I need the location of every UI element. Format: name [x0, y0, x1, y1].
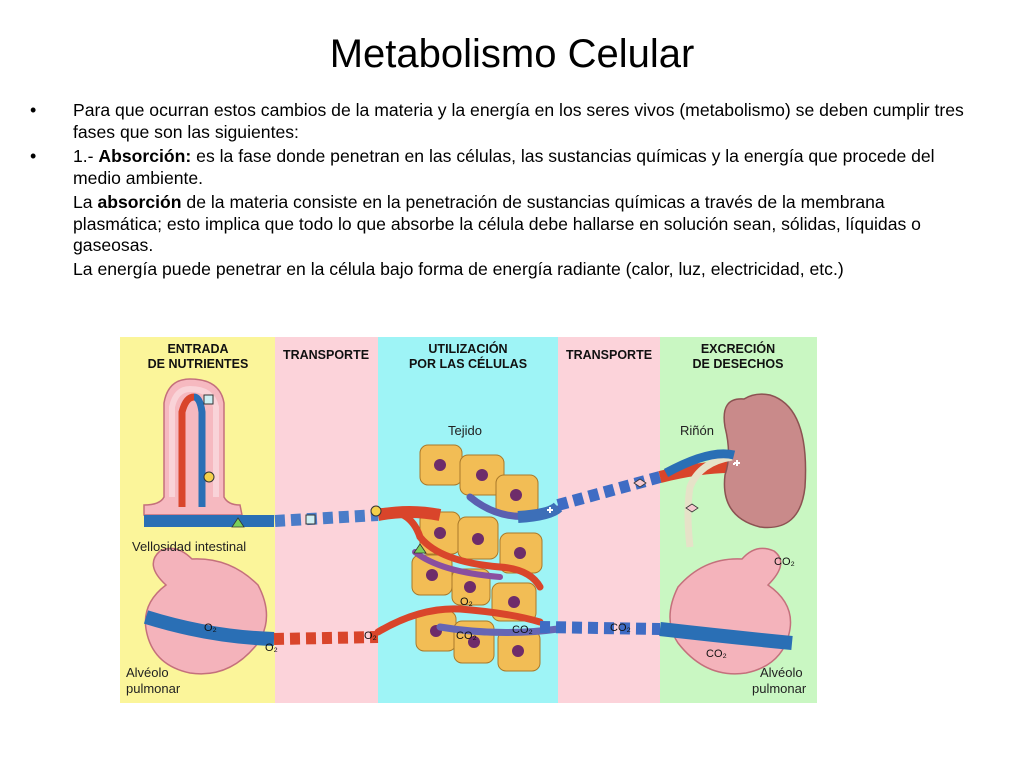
subparagraph-1-prefix: La	[73, 192, 98, 212]
subparagraph-1: La absorción de la materia consiste en l…	[73, 192, 973, 257]
column-header-transporte-2: TRANSPORTE	[566, 348, 652, 362]
label-rinon: Riñón	[680, 423, 714, 438]
alveolus-left: O₂ O₂ O₂	[143, 547, 379, 675]
column-header-excrecion-2: DE DESECHOS	[693, 357, 784, 371]
gas-label-o2-tissue: O₂	[460, 596, 473, 608]
column-header-excrecion-1: EXCRECIÓN	[701, 341, 775, 356]
label-alveolo-right-1: Alvéolo	[760, 665, 803, 680]
column-transporte-2-bg	[558, 337, 660, 703]
bullet-1-text: Para que ocurran estos cambios de la mat…	[73, 100, 973, 143]
gas-label-co2-tissue-1: CO₂	[456, 630, 477, 642]
column-header-entrada-2: DE NUTRIENTES	[148, 357, 249, 371]
bullet-1-body: Para que ocurran estos cambios de la mat…	[73, 100, 964, 142]
metabolism-diagram: ENTRADA DE NUTRIENTES TRANSPORTE UTILIZA…	[120, 337, 817, 703]
intestinal-villus	[143, 378, 243, 516]
gas-label-o2-right-transport: O₂	[364, 630, 377, 642]
slide-title: Metabolismo Celular	[329, 32, 695, 76]
subparagraph-1-body: de la materia consiste en la penetración…	[73, 192, 921, 255]
bullet-2-symbol: •	[30, 146, 37, 166]
bullet-2-text: 1.- Absorción: es la fase donde penetran…	[73, 146, 973, 189]
gas-label-co2-exhaled: CO₂	[774, 556, 795, 568]
co2-vessels: O₂ CO₂ CO₂ CO₂	[456, 596, 661, 642]
bullet-2-body: es la fase donde penetran en las células…	[73, 146, 935, 188]
kidney	[663, 393, 807, 548]
gas-label-o2-left-alveolus: O₂	[204, 622, 217, 634]
label-alveolo-right-2: pulmonar	[752, 681, 807, 696]
gas-label-co2-tissue-2: CO₂	[512, 624, 533, 636]
bullet-1-symbol: •	[30, 100, 37, 120]
subparagraph-2: La energía puede penetrar en la célula b…	[73, 259, 844, 279]
column-header-utilizacion-2: POR LAS CÉLULAS	[409, 356, 527, 371]
gas-label-co2-right-alveolus: CO₂	[706, 648, 727, 660]
label-alveolo-left-1: Alvéolo	[126, 665, 169, 680]
label-tejido: Tejido	[448, 423, 482, 438]
bullet-2-bold: Absorción:	[98, 146, 192, 166]
tissue-cells	[411, 444, 543, 672]
label-alveolo-left-2: pulmonar	[126, 681, 181, 696]
bullet-2-prefix: 1.-	[73, 146, 99, 166]
label-vellosidad: Vellosidad intestinal	[132, 539, 246, 554]
gas-label-co2-transport: CO₂	[610, 622, 631, 634]
subparagraph-1-bold: absorción	[97, 192, 182, 212]
gas-label-o2-left-transport: O₂	[265, 642, 278, 654]
column-header-transporte-1: TRANSPORTE	[283, 348, 369, 362]
column-header-entrada-1: ENTRADA	[167, 342, 228, 356]
alveolus-right: CO₂ CO₂	[659, 547, 795, 675]
column-header-utilizacion-1: UTILIZACIÓN	[428, 341, 507, 356]
